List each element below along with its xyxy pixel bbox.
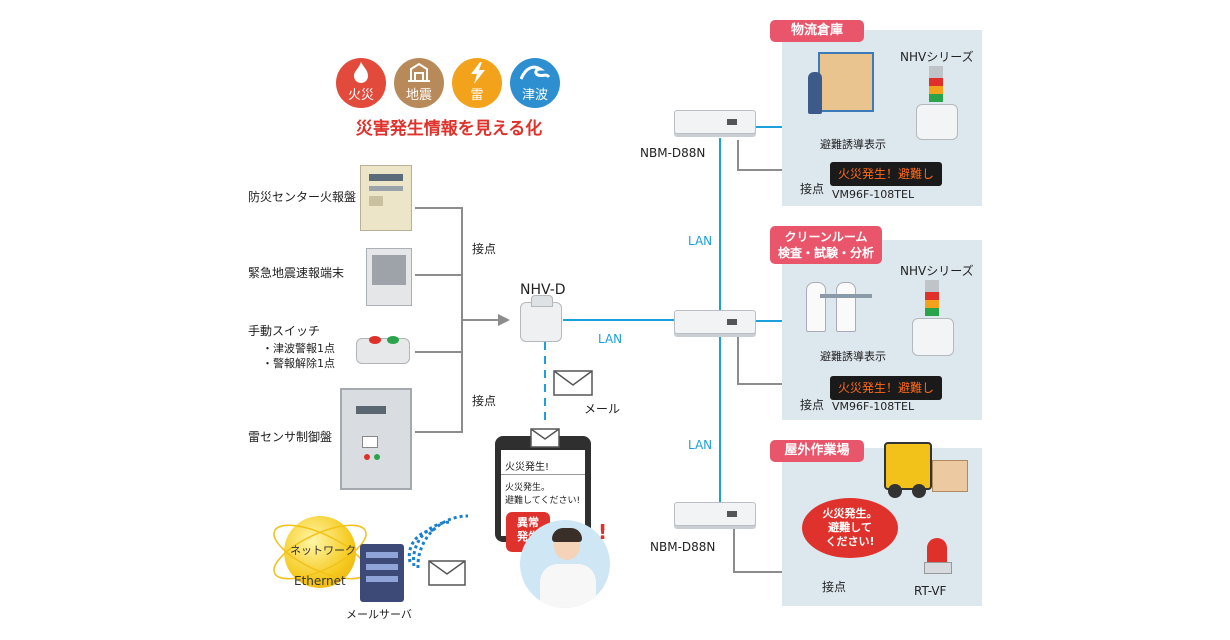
headline: 災害発生情報を見える化	[355, 119, 543, 139]
bubble-line1: 火災発生。	[822, 507, 878, 520]
warehouse-shelf-icon	[818, 52, 874, 112]
globe-label-network: ネットワーク	[290, 544, 356, 557]
router-outdoor-label: NBM-D88N	[650, 540, 716, 554]
site-cleanroom-tag-line1: クリーンルーム	[784, 230, 868, 244]
earthquake-icon: 地震	[394, 58, 444, 108]
site2-contact-label: 接点	[800, 398, 825, 412]
lan-label-main: LAN	[598, 332, 623, 346]
site1-series-label: NHVシリーズ	[900, 50, 974, 64]
contact-label-upper: 接点	[472, 242, 497, 256]
nhv-d-label: NHV-D	[520, 282, 566, 298]
site-warehouse-tag: 物流倉庫	[770, 20, 864, 42]
globe-label-ethernet: Ethernet	[294, 574, 346, 588]
contact-label-lower: 接点	[472, 394, 497, 408]
manual-switch-sub2: ・警報解除1点	[262, 357, 335, 370]
globe-icon	[284, 516, 356, 588]
speech-bubble: 火災発生。 避難して ください!	[802, 498, 898, 558]
site2-signal-tower	[912, 280, 954, 356]
mail-label: メール	[584, 402, 621, 416]
cleanroom-workers-icon	[800, 276, 876, 332]
lightning-panel-label: 雷センサ制御盤	[248, 430, 333, 444]
site2-guidance-label: 避難誘導表示	[820, 350, 886, 363]
manual-switch-sub1: ・津波警報1点	[262, 342, 335, 355]
lightning-icon: 雷	[452, 58, 502, 108]
bubble-line2: 避難して	[828, 521, 872, 534]
site1-guidance-label: 避難誘導表示	[820, 138, 886, 151]
quake-terminal-device	[366, 248, 412, 306]
mail-server-icon	[360, 544, 404, 602]
exclamation-icon: !	[598, 520, 608, 544]
site3-beacon-label: RT-VF	[914, 584, 947, 598]
tsunami-icon: 津波	[510, 58, 560, 108]
hazard-earthquake-label: 地震	[405, 88, 432, 103]
router-warehouse	[674, 110, 756, 134]
fire-panel-label: 防災センター火報盤	[248, 190, 357, 204]
forklift-icon	[880, 432, 970, 508]
fire-icon: 火災	[336, 58, 386, 108]
site2-led-sign: 火災発生！避難し	[830, 376, 943, 400]
warehouse-worker-icon	[808, 72, 822, 114]
site2-sign-model: VM96F-108TEL	[832, 400, 915, 413]
lightning-panel-device	[340, 388, 412, 490]
lan-label-lower: LAN	[688, 438, 713, 452]
alert-badge-line1: 異常	[517, 516, 539, 529]
manual-switch-label: 手動スイッチ	[248, 324, 321, 338]
wireless-signal-icon	[407, 514, 469, 568]
phone-mail-icon	[530, 428, 560, 448]
server-mail-envelope-icon	[428, 560, 466, 586]
site1-signal-tower	[916, 66, 958, 140]
hazard-lightning-label: 雷	[470, 88, 484, 103]
site-outdoor-tag: 屋外作業場	[770, 440, 864, 462]
rotating-beacon-icon	[920, 530, 954, 576]
manual-switch-device	[356, 336, 410, 364]
site1-sign-model: VM96F-108TEL	[832, 188, 915, 201]
phone-subject: 火災発生!	[505, 462, 550, 473]
mail-envelope-icon	[553, 370, 593, 396]
worker-avatar	[520, 520, 610, 608]
site1-contact-label: 接点	[800, 182, 825, 196]
nhv-d-device	[520, 295, 562, 342]
site2-series-label: NHVシリーズ	[900, 264, 974, 278]
bubble-line3: ください!	[825, 535, 875, 548]
mail-server-label: メールサーバ	[346, 608, 412, 621]
site1-led-sign: 火災発生！避難し	[830, 162, 943, 186]
site-cleanroom-tag: クリーンルーム 検査・試験・分析	[770, 226, 882, 264]
phone-body1: 火災発生。	[505, 483, 551, 493]
hazard-fire-label: 火災	[347, 88, 374, 103]
router-warehouse-label: NBM-D88N	[640, 146, 706, 160]
router-outdoor	[674, 502, 756, 526]
site-cleanroom-tag-line2: 検査・試験・分析	[777, 246, 874, 260]
site3-contact-label: 接点	[822, 580, 847, 594]
router-cleanroom	[674, 310, 756, 334]
fire-panel-device	[360, 165, 412, 231]
quake-terminal-label: 緊急地震速報端末	[248, 266, 345, 280]
lan-label-upper: LAN	[688, 234, 713, 248]
phone-body2: 避難してください!	[505, 496, 581, 506]
hazard-tsunami-label: 津波	[521, 88, 548, 103]
